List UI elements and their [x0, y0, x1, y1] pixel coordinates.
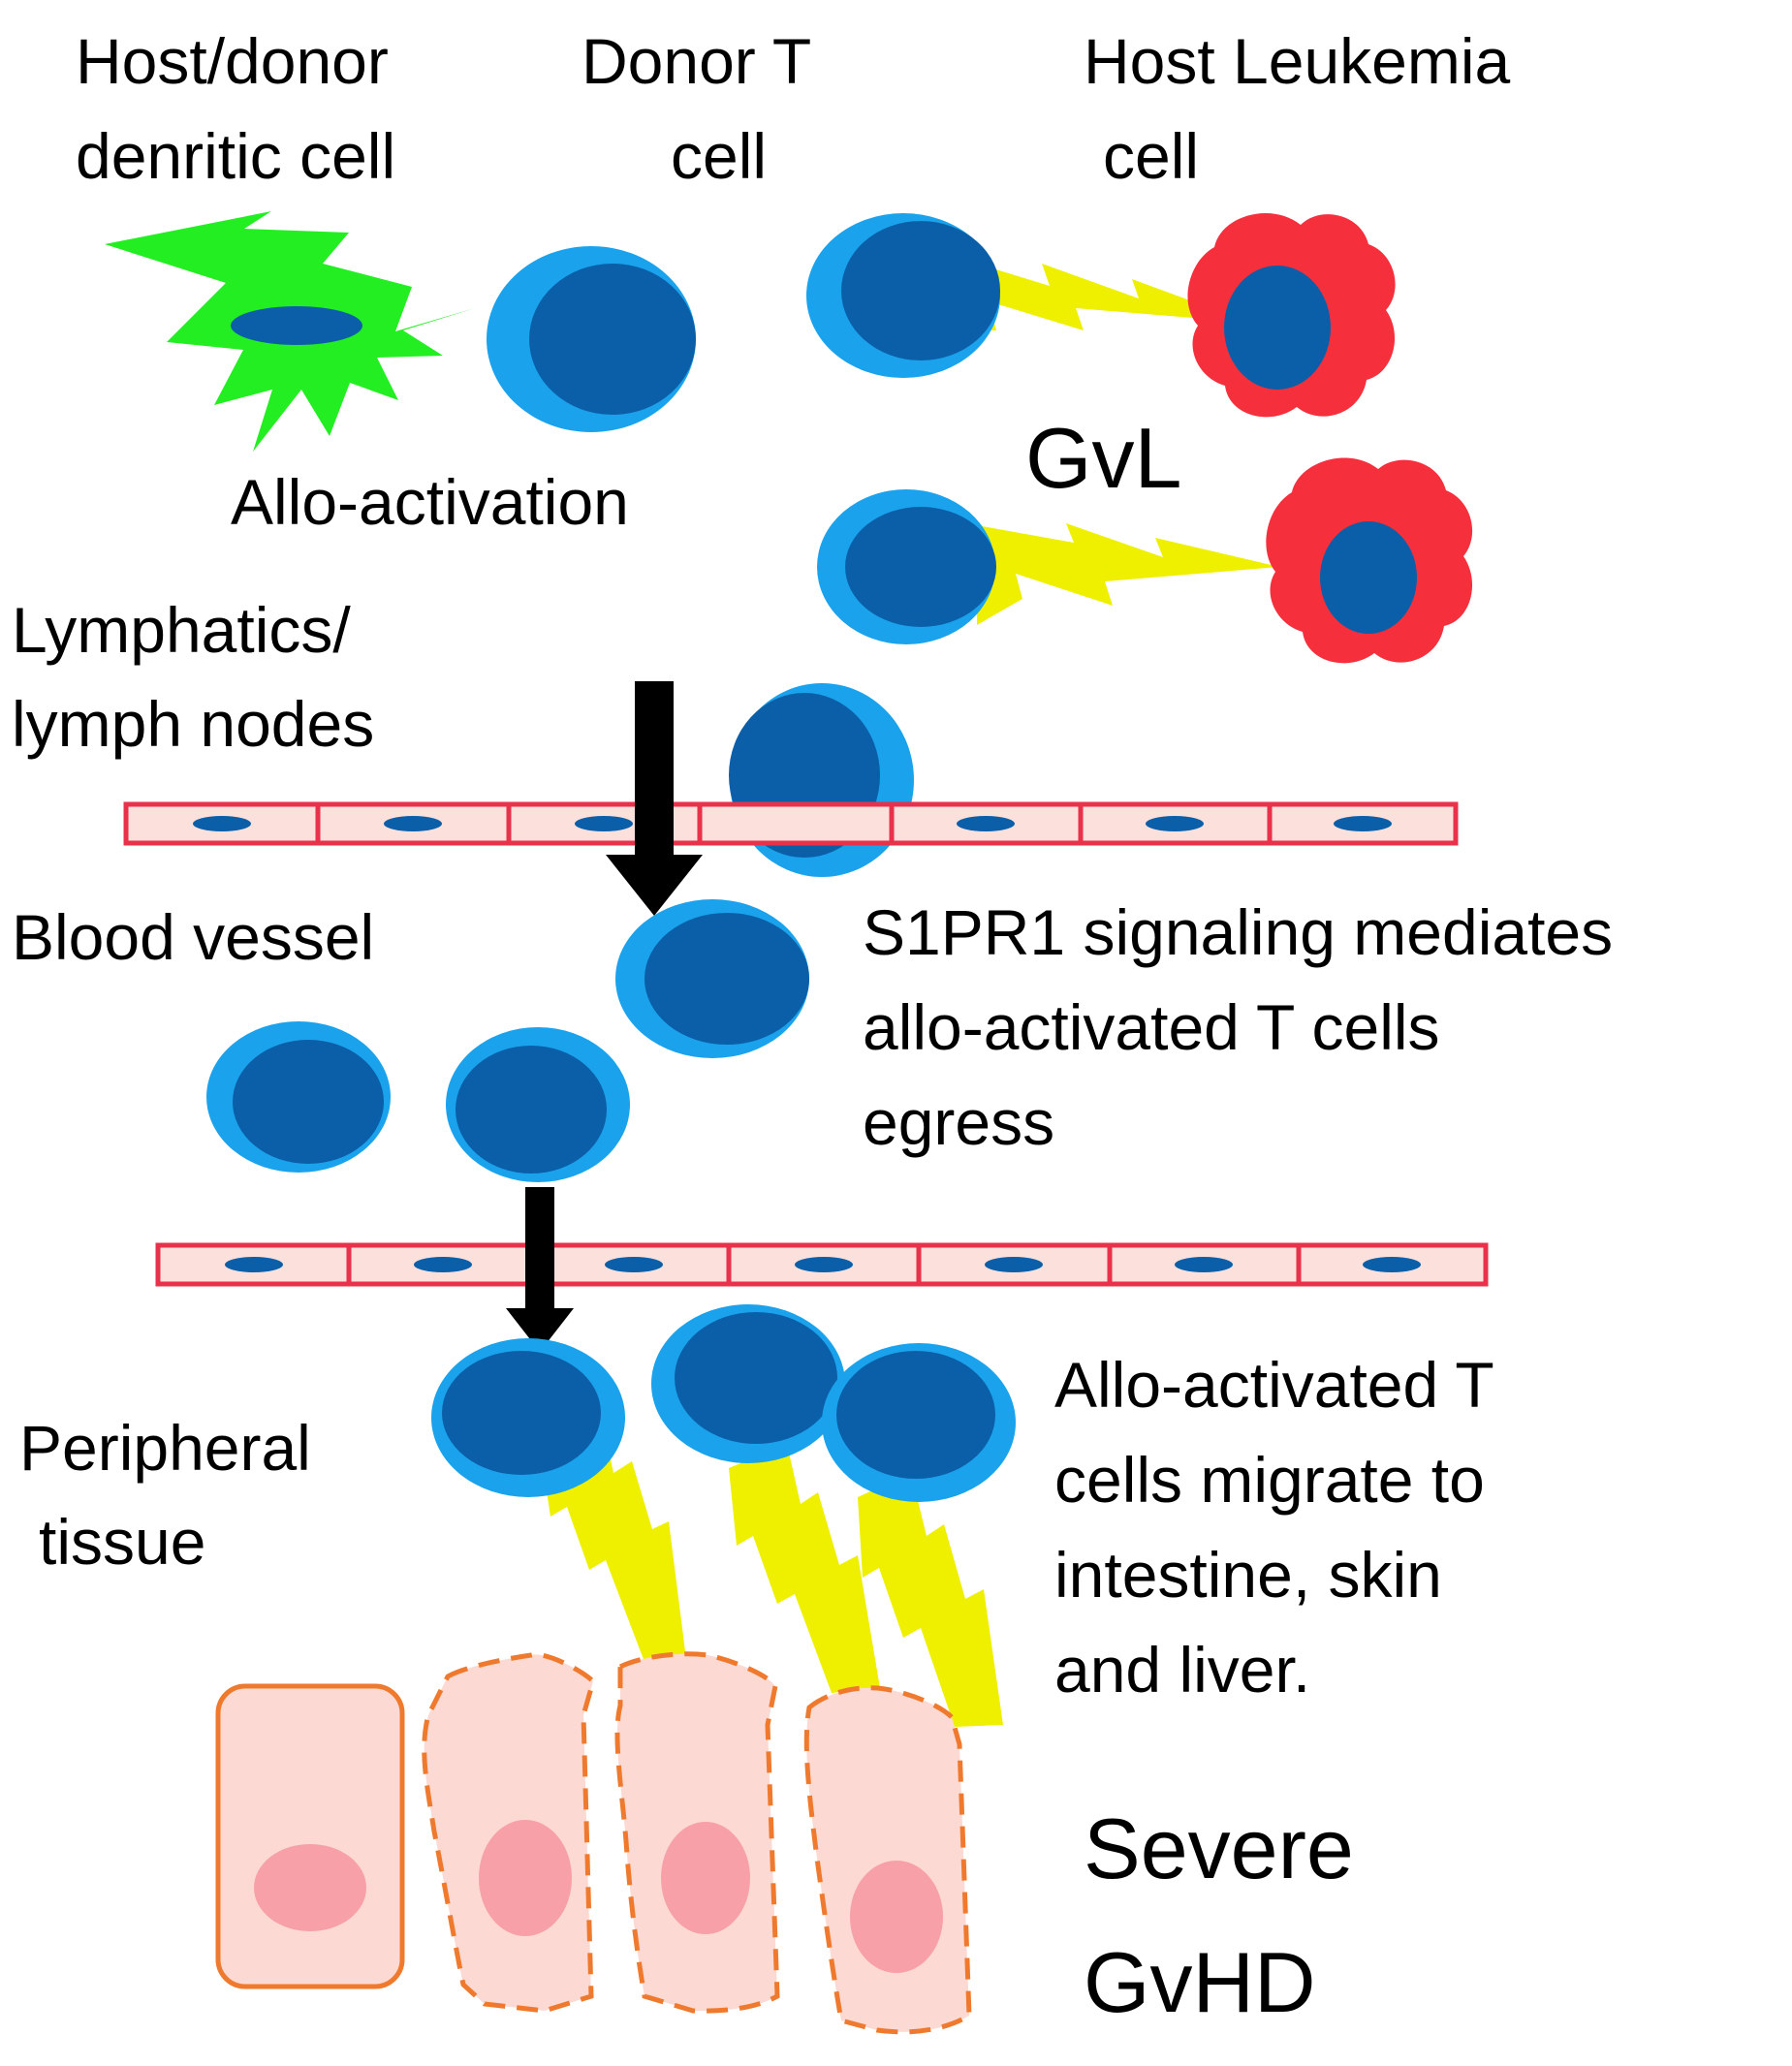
gvl-label: GvL [1025, 410, 1181, 506]
donor-t-cell-gvl-lower [817, 489, 996, 644]
egress-arrow-head [606, 855, 703, 916]
severe-gvhd-label-line2: GvHD [1084, 1934, 1316, 2030]
donor-t-cell-top [806, 213, 1000, 378]
migrate-label-line2: cells migrate to [1054, 1444, 1485, 1516]
peripheral-tissue-label-line2: tissue [39, 1506, 205, 1578]
lymphatics-label-line1: Lymphatics/ [12, 594, 351, 666]
dendritic-cell-label-line1: Host/donor [76, 25, 389, 97]
tissue-cell-damaged-3-nucleus [850, 1861, 943, 1973]
egress-arrow-shaft [635, 681, 674, 861]
dendritic-cell [105, 211, 475, 452]
peripheral-tissue-label-line1: Peripheral [19, 1412, 311, 1484]
gvhd-lightning-bolt-3 [858, 1473, 1003, 1727]
t-cell-nucleus [442, 1351, 601, 1475]
s1pr1-label-line1: S1PR1 signaling mediates [863, 896, 1613, 968]
tissue-cell-healthy-body [215, 1683, 405, 1989]
migrate-label-line1: Allo-activated T [1054, 1349, 1494, 1421]
tissue-cell-healthy [215, 1683, 405, 1989]
vessel-wall-lower-nuclei [225, 1257, 1421, 1272]
gvhd-lightning-bolt-2 [729, 1444, 880, 1693]
t-cell-nucleus [841, 221, 1000, 360]
donor-t-cell-activated [487, 246, 696, 432]
extravasation-arrow-head [506, 1308, 574, 1352]
leukemia-cell-label-line2: cell [1103, 120, 1199, 192]
severe-gvhd-label-line1: Severe [1084, 1800, 1354, 1896]
tissue-cell-damaged-2-nucleus [661, 1822, 750, 1934]
t-cell-nucleus [233, 1040, 384, 1164]
migrate-label-line3: intestine, skin [1054, 1539, 1442, 1611]
t-cell-nucleus [456, 1046, 607, 1174]
s1pr1-label-line3: egress [863, 1086, 1054, 1158]
t-cell-egressing [615, 899, 809, 1058]
vessel-wall-upper-nuclei [193, 816, 1392, 831]
gvl-lightning-bolt-upper [955, 257, 1250, 330]
vessel-wall-upper [123, 801, 1459, 846]
tissue-cell-damaged-2 [614, 1651, 780, 2014]
tissue-cell-damaged-3-body [803, 1685, 972, 2035]
tissue-cell-healthy-nucleus [254, 1844, 366, 1931]
tissue-cell-damaged-1 [422, 1651, 596, 2014]
tissue-cell-damaged-1-nucleus [479, 1820, 572, 1936]
t-cell-nucleus [845, 507, 996, 627]
donor-t-cell-label-line2: cell [671, 120, 767, 192]
vessel-wall-lower [155, 1242, 1489, 1287]
gvl-lightning-bolt-lower [977, 523, 1279, 625]
t-cell-tissue-1 [431, 1338, 625, 1497]
leukemia-cell-label-line1: Host Leukemia [1084, 25, 1511, 97]
donor-t-cell-lymph [729, 683, 914, 877]
vessel-wall-upper-dividers [315, 804, 1273, 843]
s1pr1-label-line2: allo-activated T cells [863, 991, 1440, 1063]
dendritic-cell-nucleus [231, 306, 362, 345]
t-cell-nucleus [644, 913, 809, 1045]
lymphatics-label-line2: lymph nodes [12, 688, 374, 760]
allo-activation-label: Allo-activation [231, 466, 629, 538]
migrate-label-line4: and liver. [1054, 1634, 1310, 1706]
donor-t-cell-label-line1: Donor T [582, 25, 811, 97]
vessel-wall-upper-body [123, 801, 1459, 846]
t-cell-blood-right [446, 1027, 630, 1182]
extravasation-arrow-shaft [525, 1187, 554, 1313]
dendritic-cell-label-line2: denritic cell [76, 120, 395, 192]
t-cell-nucleus [675, 1312, 837, 1444]
leukemia-cell-upper-nucleus [1224, 266, 1331, 390]
t-cell-tissue-2 [651, 1304, 845, 1463]
t-cell-nucleus [529, 264, 696, 415]
leukemia-cell-lower [1266, 457, 1473, 664]
blood-vessel-label: Blood vessel [12, 901, 374, 973]
t-cell-nucleus [836, 1351, 995, 1479]
t-cell-blood-left [206, 1021, 391, 1173]
leukemia-cell-upper [1187, 212, 1396, 418]
leukemia-cell-lower-nucleus [1320, 521, 1417, 634]
egress-arrow [606, 681, 703, 916]
tissue-cell-damaged-3 [803, 1685, 972, 2035]
header-labels: Host/donor denritic cell Donor T cell Ho… [76, 25, 1511, 192]
t-cell-tissue-3 [822, 1343, 1016, 1502]
extravasation-arrow [506, 1187, 574, 1352]
